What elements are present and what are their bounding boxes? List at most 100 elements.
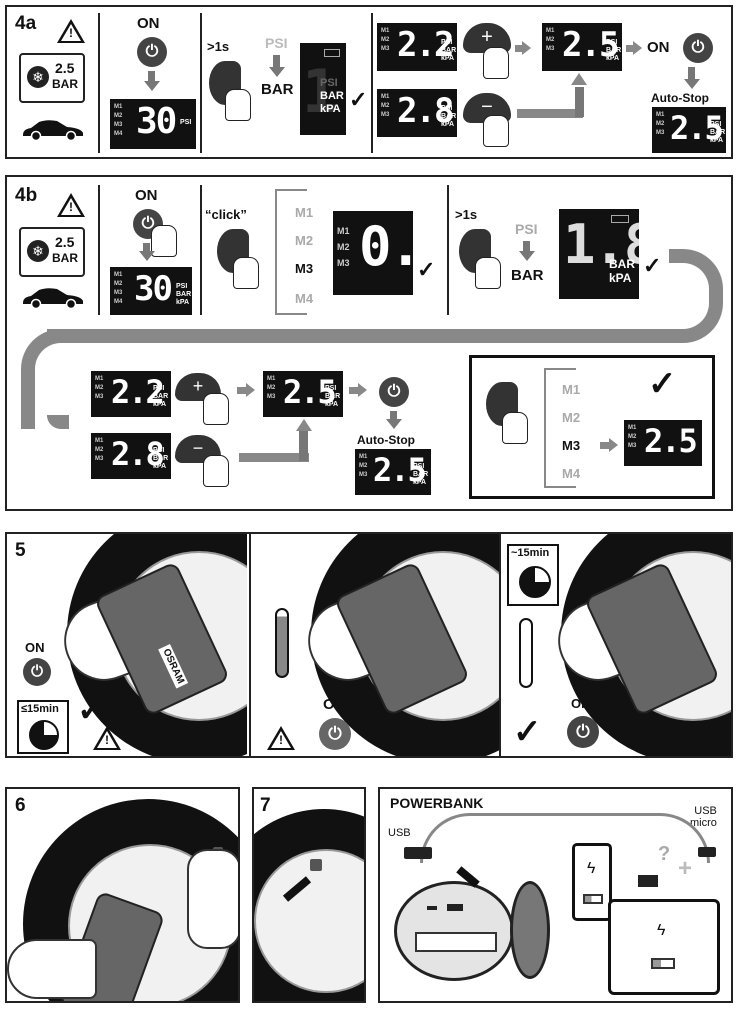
battery-slot	[415, 932, 497, 952]
step-label: 5	[15, 540, 26, 561]
autostop-label: Auto-Stop	[651, 91, 709, 105]
lcd-value: 1.8	[563, 213, 639, 276]
thermometer-icon	[519, 618, 533, 688]
manual-pressure-icon: ❄ 2.5 BAR	[19, 227, 85, 277]
scene-1: OSRAM	[7, 534, 247, 756]
checkmark: ✓	[643, 253, 662, 278]
clock-icon	[519, 566, 551, 598]
phone-icon: ϟ	[572, 843, 612, 921]
pointing-hand-icon	[483, 47, 509, 79]
arrow-right	[633, 41, 642, 55]
mode-m4: M4	[295, 291, 314, 306]
battery-low-icon	[583, 894, 603, 904]
off-label: OFF	[323, 696, 353, 713]
mode-bracket	[275, 189, 307, 315]
divider	[371, 13, 373, 153]
lcd-value: 2.5	[283, 373, 337, 411]
mode-m3: M3	[295, 261, 314, 276]
book-value: 2.5	[55, 60, 75, 76]
lcd-units: BAR kPA	[609, 257, 635, 285]
panel-5: 5 OSRAM ON ⏻ ≤15min ✓ ! ! OFF ⏻ ~15min ✓…	[5, 532, 733, 758]
lcd-value: 2.5	[373, 451, 427, 489]
clock-icon	[29, 720, 59, 750]
bar-label: BAR	[511, 267, 544, 284]
pointing-hand-icon	[203, 455, 229, 487]
checkmark: ✓	[513, 713, 542, 751]
battery-icon	[324, 49, 340, 57]
minus-label: −	[481, 96, 493, 118]
arrow-elbow	[575, 87, 584, 117]
arrow-down	[386, 419, 402, 429]
psi-label: PSI	[515, 221, 538, 237]
powerbank-device	[394, 881, 514, 981]
psi-label: PSI	[265, 35, 288, 51]
arrow-down	[688, 67, 695, 79]
mode-m4: M4	[562, 466, 581, 481]
timer-box: ≤15min	[17, 700, 69, 754]
power-button-icon: ⏻	[379, 377, 409, 407]
panel-6: 6	[5, 787, 240, 1003]
timer-label: ≤15min	[21, 703, 59, 715]
arrow-down	[684, 79, 700, 89]
step-label: 4a	[15, 13, 37, 34]
arrow-down	[143, 243, 150, 251]
scene-2	[251, 534, 499, 756]
checkmark: ✓	[648, 365, 677, 403]
divider	[499, 534, 501, 756]
lcd-unit: PSI	[180, 119, 192, 126]
question-mark: ?	[658, 843, 671, 865]
arrow-right	[358, 383, 367, 397]
pointing-hand-icon	[233, 257, 259, 289]
pointing-hand-icon	[475, 257, 501, 289]
power-button-icon: ⏻	[23, 658, 51, 686]
lightning-icon: ϟ	[657, 922, 666, 939]
cable-connector-icon	[638, 875, 658, 887]
warning-icon: !	[267, 726, 295, 750]
hold-time-label: >1s	[207, 39, 230, 54]
flow-arrow	[21, 329, 61, 429]
lcd-digit: 1	[302, 57, 338, 127]
mode-m1: M1	[295, 205, 314, 220]
tire-image	[254, 809, 364, 1001]
pointing-hand-icon	[502, 412, 528, 444]
book-unit: BAR	[52, 77, 78, 91]
plus-icon: +	[678, 855, 693, 882]
pointing-hand-icon	[203, 393, 229, 425]
divider	[98, 13, 100, 153]
arrow-down	[273, 55, 280, 67]
flow-arrow	[669, 249, 723, 343]
bar-label: BAR	[261, 81, 294, 98]
snowflake-icon: ❄	[27, 66, 49, 88]
minus-label: −	[192, 438, 204, 458]
hand-image	[7, 939, 97, 999]
arrow-elbow	[239, 453, 309, 462]
thermometer-hot-icon	[275, 608, 289, 678]
unit-kpa: kPA	[320, 103, 341, 115]
lcd-value: 2.2	[111, 373, 165, 411]
arrow-down	[144, 81, 160, 91]
hand-image	[187, 849, 238, 949]
battery-icon	[611, 215, 629, 223]
unit-bar: BAR	[320, 90, 344, 102]
power-button-icon: ⏻	[319, 718, 351, 750]
usb-micro-plug-icon	[698, 847, 716, 857]
arrow-elbow	[299, 431, 308, 461]
arrow-right	[522, 41, 531, 55]
arrow-down	[269, 67, 285, 77]
on-label: ON	[647, 39, 670, 56]
book-value: 2.5	[55, 234, 75, 250]
pointing-hand-icon	[483, 115, 509, 147]
